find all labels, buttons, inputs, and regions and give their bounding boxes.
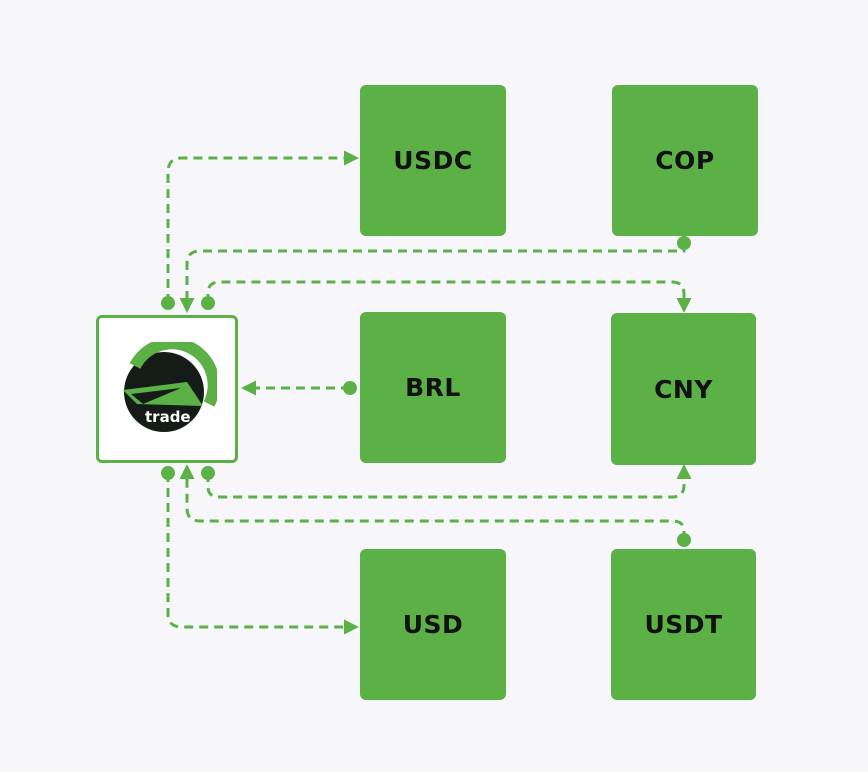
connector-start-dot <box>161 296 175 310</box>
connector-start-dot <box>161 466 175 480</box>
node-brl-label: BRL <box>405 373 461 402</box>
connector-start-dot <box>201 296 215 310</box>
connector-hub-to-cny-bottom <box>206 464 692 499</box>
connector-usdt-to-hub <box>179 464 686 540</box>
connector-start-dot <box>343 381 357 395</box>
node-cny-label: CNY <box>654 374 713 404</box>
trade-logo-text: trade <box>145 408 191 426</box>
node-usdt: USDT <box>611 549 756 700</box>
trade-logo-icon: trade <box>123 342 217 432</box>
connector-hub-to-usdc <box>166 150 359 303</box>
connector-start-dot <box>201 466 215 480</box>
node-brl: BRL <box>360 312 506 463</box>
node-cop-label: COP <box>655 146 715 175</box>
node-usdc-label: USDC <box>393 146 473 175</box>
trade-hub-node: trade <box>96 315 238 463</box>
connector-start-dot <box>677 236 691 250</box>
connector-hub-to-cny-top <box>206 280 692 313</box>
node-usdt-label: USDT <box>644 610 723 639</box>
connector-hub-to-usd <box>166 473 359 635</box>
node-cny: CNY <box>611 313 756 465</box>
connector-start-dot <box>677 533 691 547</box>
node-usd-label: USD <box>402 610 464 639</box>
node-usdc: USDC <box>360 85 506 236</box>
node-cop: COP <box>612 85 758 236</box>
connector-cop-to-hub <box>179 243 686 313</box>
node-usd: USD <box>360 549 506 700</box>
